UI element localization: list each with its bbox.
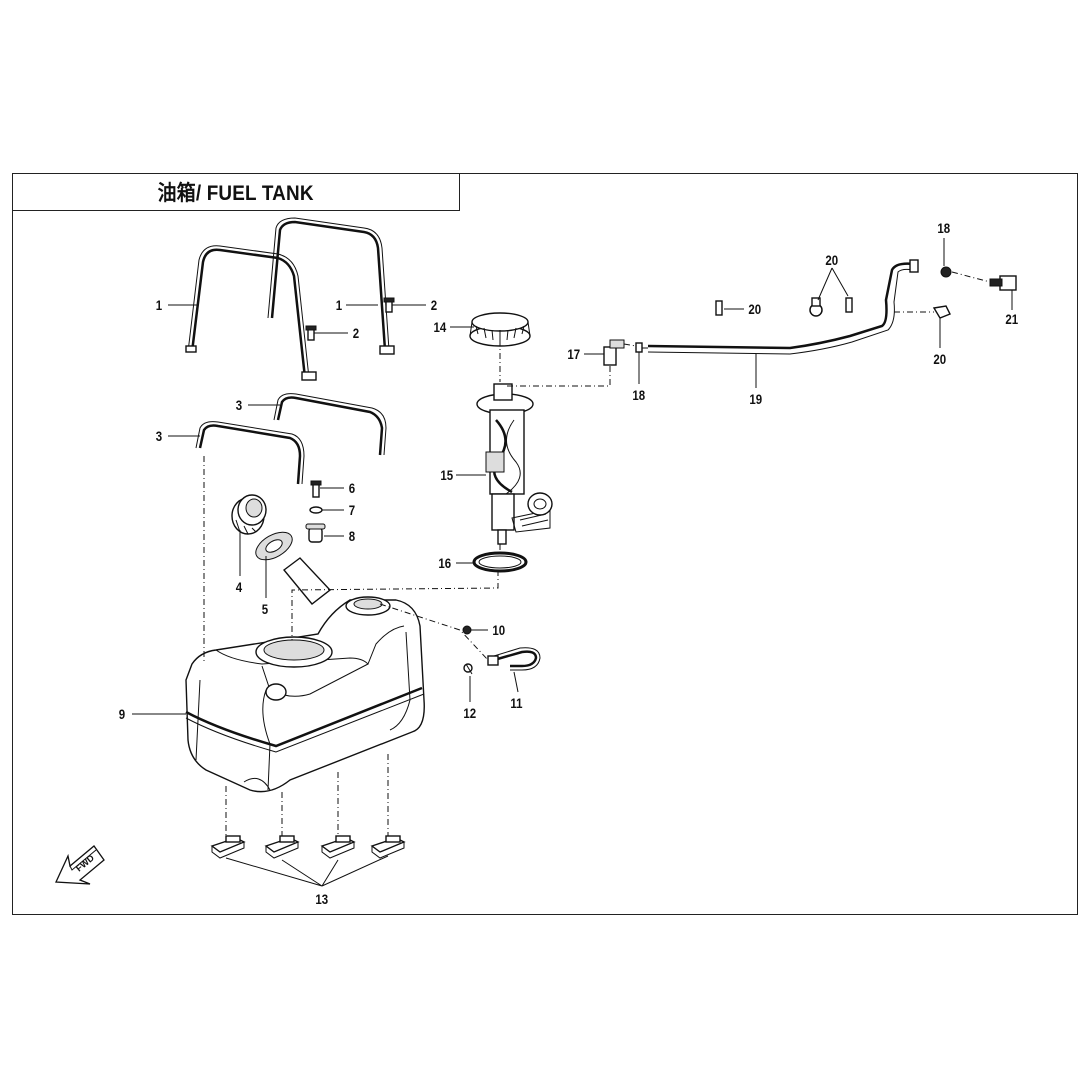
rubber-pad-3 [320, 835, 356, 859]
rubber-pad-1 [210, 835, 246, 859]
rubber-strap-front [195, 421, 305, 485]
nut-10 [462, 625, 472, 635]
bracket-bolt-a [383, 297, 395, 313]
fuel-cap [231, 494, 267, 535]
line-clip-20b [809, 297, 823, 317]
fwd-arrow-icon: FWD [55, 845, 105, 885]
callout-7: 7 [349, 502, 355, 518]
callout-20-top: 20 [825, 252, 838, 268]
callout-18-vent: 18 [937, 220, 950, 236]
callout-2-lower: 2 [353, 325, 359, 341]
callout-16: 16 [438, 555, 451, 571]
vent-valve [989, 275, 1017, 291]
callout-11: 11 [510, 695, 522, 711]
diagram-frame [12, 173, 1078, 915]
breather-hose [487, 647, 541, 671]
washer-7 [309, 506, 323, 514]
callout-18-line: 18 [632, 387, 645, 403]
line-clip-20c [845, 297, 853, 313]
callout-20-left: 20 [748, 301, 761, 317]
diagram-title: 油箱/ FUEL TANK [157, 182, 314, 205]
callout-20-right: 20 [933, 351, 946, 367]
callout-1-front: 1 [156, 297, 162, 313]
callout-10: 10 [492, 622, 505, 638]
callout-labels: 1 1 2 2 3 3 4 5 6 7 8 9 10 11 12 13 14 1… [119, 220, 1018, 907]
callout-3-rear: 3 [236, 397, 242, 413]
title-box: 油箱/ FUEL TANK [12, 173, 460, 211]
callout-13: 13 [315, 891, 328, 907]
callout-2-upper: 2 [431, 297, 437, 313]
bracket-bolt-b [305, 325, 317, 341]
callout-12: 12 [463, 705, 476, 721]
callout-14: 14 [433, 319, 447, 335]
rubber-pad-4 [370, 835, 406, 859]
callout-9: 9 [119, 706, 125, 722]
hose-clamp-18a [635, 342, 643, 353]
cap-gasket [255, 531, 293, 561]
line-clip-20a [715, 300, 723, 316]
rubber-pad-2 [264, 835, 300, 859]
callout-1-rear: 1 [336, 297, 342, 313]
callout-6: 6 [349, 480, 355, 496]
hose-clamp-18b [940, 266, 952, 278]
fuel-pump-assembly [476, 383, 553, 545]
assembly-dashed-lines [203, 271, 991, 836]
callout-8: 8 [349, 528, 355, 544]
pump-seal-ring [472, 551, 528, 573]
callout-4: 4 [236, 579, 243, 595]
rubber-strap-rear [273, 393, 387, 456]
fuel-tank [185, 557, 425, 793]
callout-21: 21 [1005, 311, 1018, 327]
bolt-6 [310, 480, 322, 498]
callout-19: 19 [749, 391, 762, 407]
clip-12 [463, 663, 473, 675]
callout-17: 17 [567, 346, 580, 362]
tank-bracket-front [185, 245, 317, 381]
callout-15: 15 [440, 467, 453, 483]
grommet-8 [305, 523, 326, 543]
callout-3-front: 3 [156, 428, 162, 444]
line-clip-20d [932, 305, 951, 319]
pump-lock-ring [469, 312, 531, 347]
callout-5: 5 [262, 601, 268, 617]
quick-connector [603, 339, 625, 366]
callout-leaders [132, 238, 1013, 887]
tank-bracket-rear [267, 217, 395, 355]
fuel-line [647, 259, 919, 355]
